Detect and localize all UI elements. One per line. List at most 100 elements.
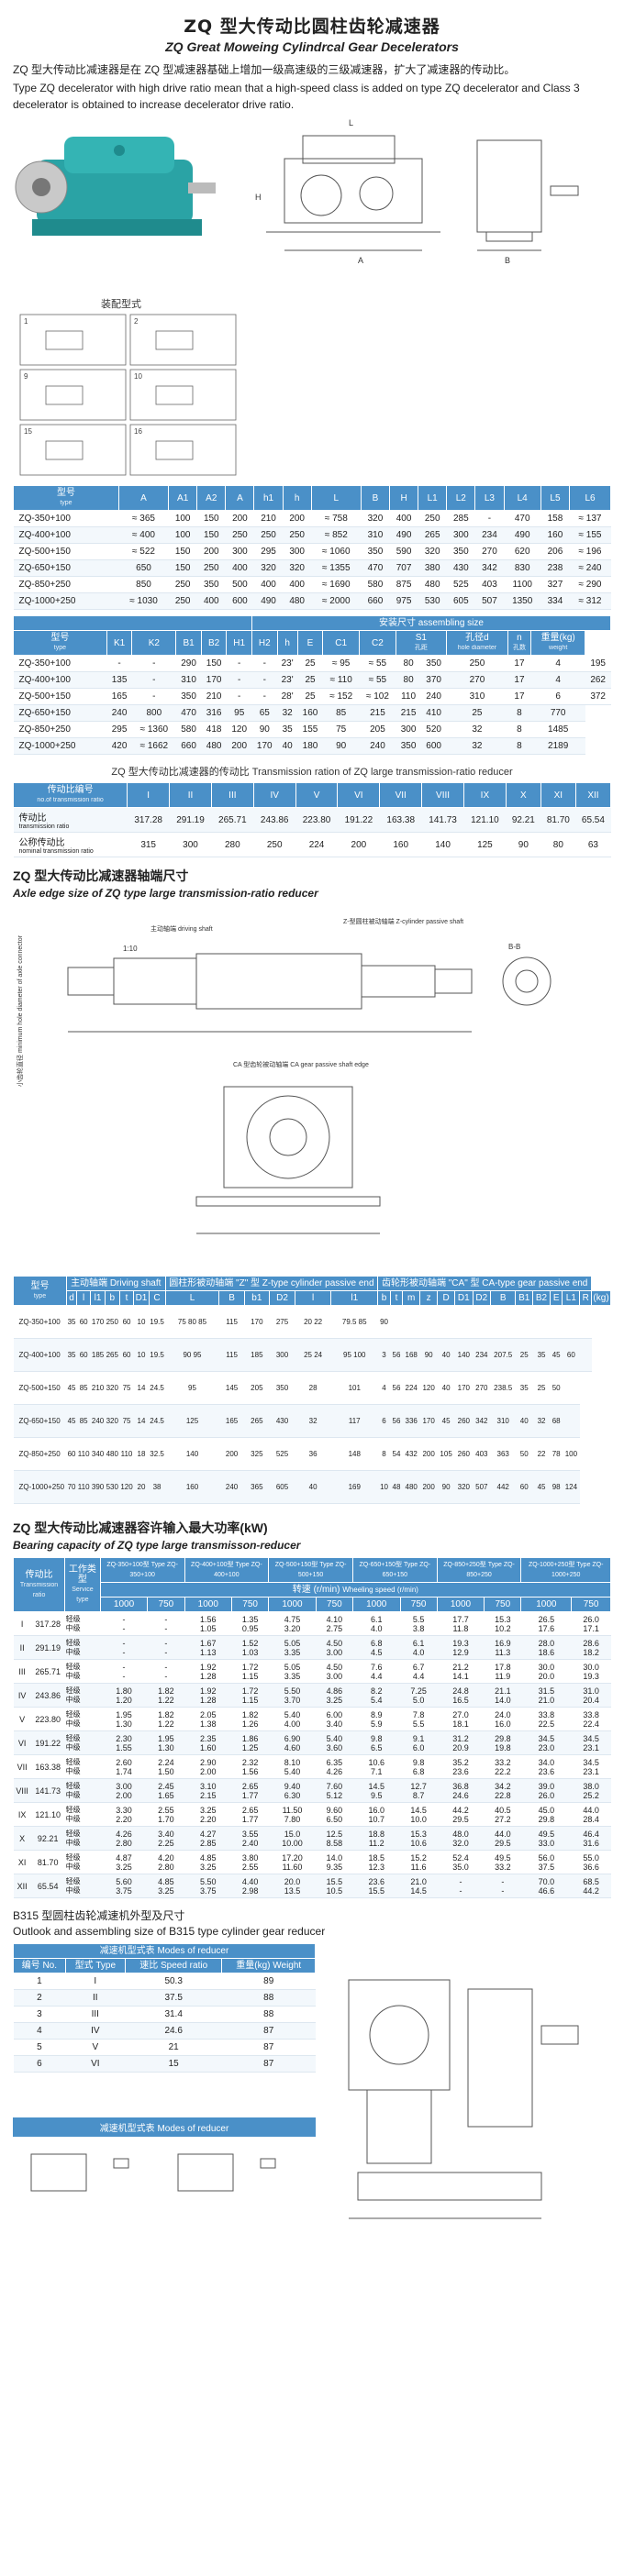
table-cell xyxy=(579,1305,592,1339)
table-cell: 60 xyxy=(119,1338,134,1372)
table-cell: 25 xyxy=(515,1338,533,1372)
ratio-value: 163.38 xyxy=(379,807,422,833)
table-cell: 470 xyxy=(175,704,202,722)
power-ratio: 317.28 xyxy=(30,1611,65,1636)
table-cell: 100 xyxy=(168,510,197,527)
table-cell: II xyxy=(65,1989,126,2007)
table-cell: 23' xyxy=(277,671,298,689)
table-cell xyxy=(490,1305,516,1339)
table3-col-header: D1 xyxy=(454,1290,474,1306)
table3-col-header: m xyxy=(402,1290,421,1306)
power-code: IX xyxy=(13,1802,31,1827)
table-cell: 205 xyxy=(244,1371,270,1405)
table1-col-header: L4 xyxy=(503,485,541,511)
table-cell: 525 xyxy=(446,576,475,593)
table-cell: 210 xyxy=(201,688,227,705)
table-cell: - xyxy=(226,671,252,689)
table-cell: 350 xyxy=(361,543,390,560)
table-cell: 168 xyxy=(402,1338,420,1372)
table-cell: 54 xyxy=(390,1437,403,1471)
table-cell: ≈ 55 xyxy=(359,671,396,689)
ratio-value: 125 xyxy=(463,832,507,857)
table-cell: 224 xyxy=(402,1371,420,1405)
table-cell: ≈ 240 xyxy=(569,559,611,577)
ratio-value: 65.54 xyxy=(575,807,611,833)
table-cell: 169 xyxy=(330,1470,378,1504)
ratio-heading: ZQ 型大传动比减速器的传动比 Transmission ration of Z… xyxy=(111,767,513,778)
table-cell: 580 xyxy=(361,576,390,593)
ratio-value: 90 xyxy=(506,832,541,857)
table-cell: 250 xyxy=(253,526,284,544)
b315-col-header: 速比 Speed ratio xyxy=(124,1958,223,1973)
table1-col-header: L xyxy=(310,485,362,511)
table3-col-header: t xyxy=(389,1290,404,1306)
table3-col-header: z xyxy=(419,1290,439,1306)
power-service: 轻级中级 xyxy=(64,1802,101,1827)
table-cell: 48 xyxy=(390,1470,403,1504)
table3-col-header: B xyxy=(490,1290,517,1306)
section-label: B-B xyxy=(508,943,520,951)
table-cell: - xyxy=(226,655,252,672)
power-code: V xyxy=(13,1707,31,1731)
table2-col-header: C1 xyxy=(322,630,361,656)
table3-col-header: (kg) xyxy=(591,1290,611,1306)
table-cell: 36 xyxy=(295,1437,331,1471)
power-ratio: 121.10 xyxy=(30,1802,65,1827)
table-cell: 25 xyxy=(297,655,323,672)
table-cell: ZQ-1000+250 xyxy=(13,1470,67,1504)
power-ratio: 81.70 xyxy=(30,1850,65,1874)
table-cell: 605 xyxy=(446,592,475,610)
gearbox-image xyxy=(15,137,216,236)
table-cell: 250 xyxy=(168,576,197,593)
table-cell: 80 xyxy=(396,655,421,672)
passive-shaft-label: Z-型圆柱被动轴端 Z-cylinder passive shaft xyxy=(343,917,463,925)
table-cell: III xyxy=(65,2006,126,2023)
table-cell: 60 xyxy=(66,1437,77,1471)
table3-col-header: D xyxy=(437,1290,456,1306)
power-model-header: ZQ-1000+250型 Type ZQ-1000+250 xyxy=(520,1557,611,1583)
power-value: -- xyxy=(147,1611,184,1636)
table-cell: 75 xyxy=(322,721,360,738)
table-cell xyxy=(579,1338,592,1372)
ratio-value: 81.70 xyxy=(540,807,576,833)
table-cell: ≈ 152 xyxy=(322,688,360,705)
table-cell: 250 xyxy=(105,1305,120,1339)
table-cell: 490 xyxy=(253,592,284,610)
table-cell: 1350 xyxy=(504,592,541,610)
table-cell: 98 xyxy=(550,1470,563,1504)
table-cell: 342 xyxy=(473,1404,491,1438)
table-cell: 88 xyxy=(221,1989,316,2007)
table-cell: 117 xyxy=(330,1404,378,1438)
table-cell: 15 xyxy=(125,2055,222,2073)
table-cell: 75 xyxy=(119,1371,134,1405)
table-cell: 600 xyxy=(225,592,254,610)
table3-col-header: D2 xyxy=(268,1290,296,1306)
power-ratio: 65.54 xyxy=(30,1874,65,1898)
power-service: 轻级中级 xyxy=(64,1707,101,1731)
table-cell: 316 xyxy=(201,704,227,722)
table-cell: 115 xyxy=(218,1305,245,1339)
table-cell: 800 xyxy=(131,704,176,722)
